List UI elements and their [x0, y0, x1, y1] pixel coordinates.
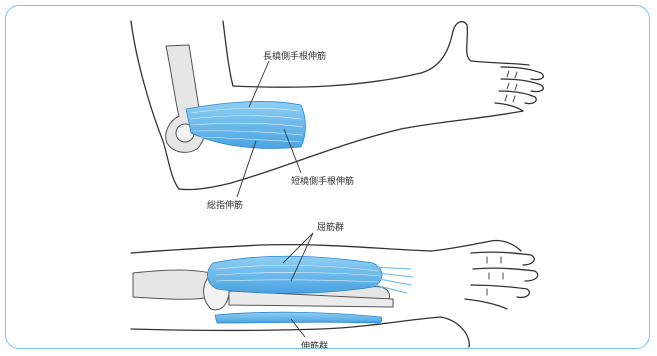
- diagram-frame: 長橈側手根伸筋 短橈側手根伸筋 総指伸筋 屈筋群 伸筋群: [5, 5, 650, 349]
- label-ecrb: 短橈側手根伸筋: [291, 175, 354, 187]
- label-ecrl: 長橈側手根伸筋: [263, 50, 326, 62]
- top-extensor-muscles: [186, 102, 306, 149]
- label-extensors: 伸筋群: [301, 340, 328, 349]
- label-edc: 総指伸筋: [207, 199, 243, 211]
- extensor-muscles: [215, 312, 382, 323]
- label-flexors: 屈筋群: [317, 221, 344, 233]
- anatomy-illustration: 長橈側手根伸筋 短橈側手根伸筋 総指伸筋 屈筋群 伸筋群: [6, 6, 650, 349]
